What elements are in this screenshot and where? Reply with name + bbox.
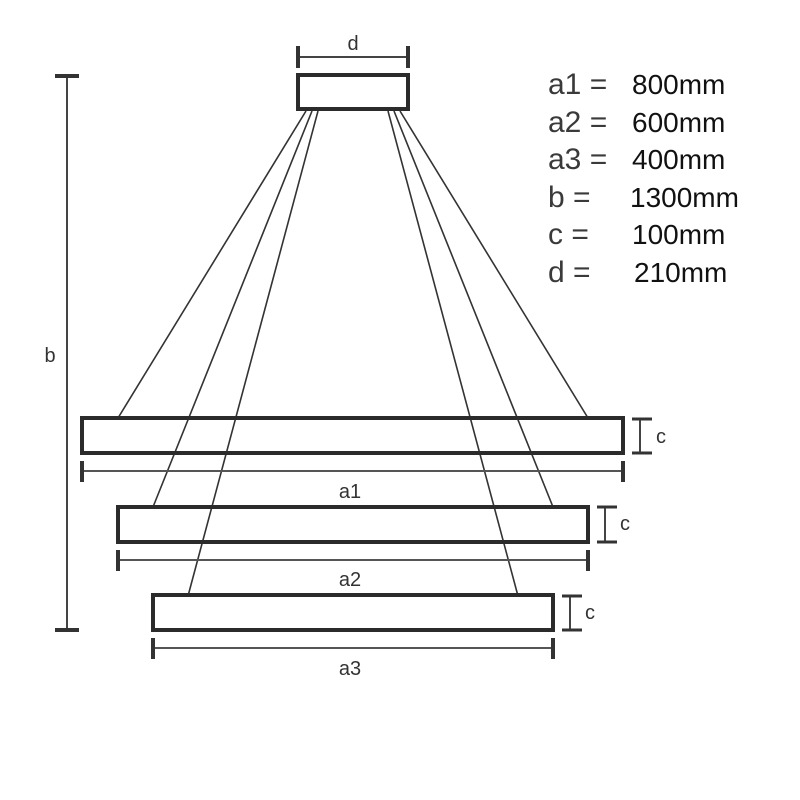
spec-value: 100mm (632, 219, 726, 250)
label-a3: a3 (339, 658, 361, 680)
spec-key: d = (548, 255, 591, 289)
spec-value: 210mm (634, 256, 728, 288)
spec-key: a2 = (548, 105, 608, 139)
spec-value: 800mm (632, 69, 726, 100)
dimension-b: b (44, 74, 79, 632)
spec-key: c = (548, 218, 589, 251)
label-a1: a1 (339, 481, 361, 503)
spec-key: b = (548, 180, 591, 214)
label-a2: a2 (339, 569, 361, 591)
label-b: b (44, 345, 55, 367)
dimension-d: d (296, 33, 410, 68)
label-c-a1: c (656, 426, 666, 448)
spec-key: a1 = (548, 68, 608, 101)
ceiling-canopy (296, 73, 410, 111)
label-c-a2: c (620, 513, 630, 535)
ring-a3: c a3 (151, 593, 595, 680)
spec-key: a3 = (548, 143, 608, 176)
ring-a2: c a2 (116, 505, 630, 591)
suspension-cables (117, 110, 589, 597)
ring-a1: c a1 (80, 416, 666, 503)
label-c-a3: c (585, 602, 595, 624)
label-d: d (347, 33, 358, 55)
spec-value: 600mm (632, 106, 726, 138)
spec-value: 1300mm (630, 181, 739, 213)
spec-value: 400mm (632, 144, 726, 175)
